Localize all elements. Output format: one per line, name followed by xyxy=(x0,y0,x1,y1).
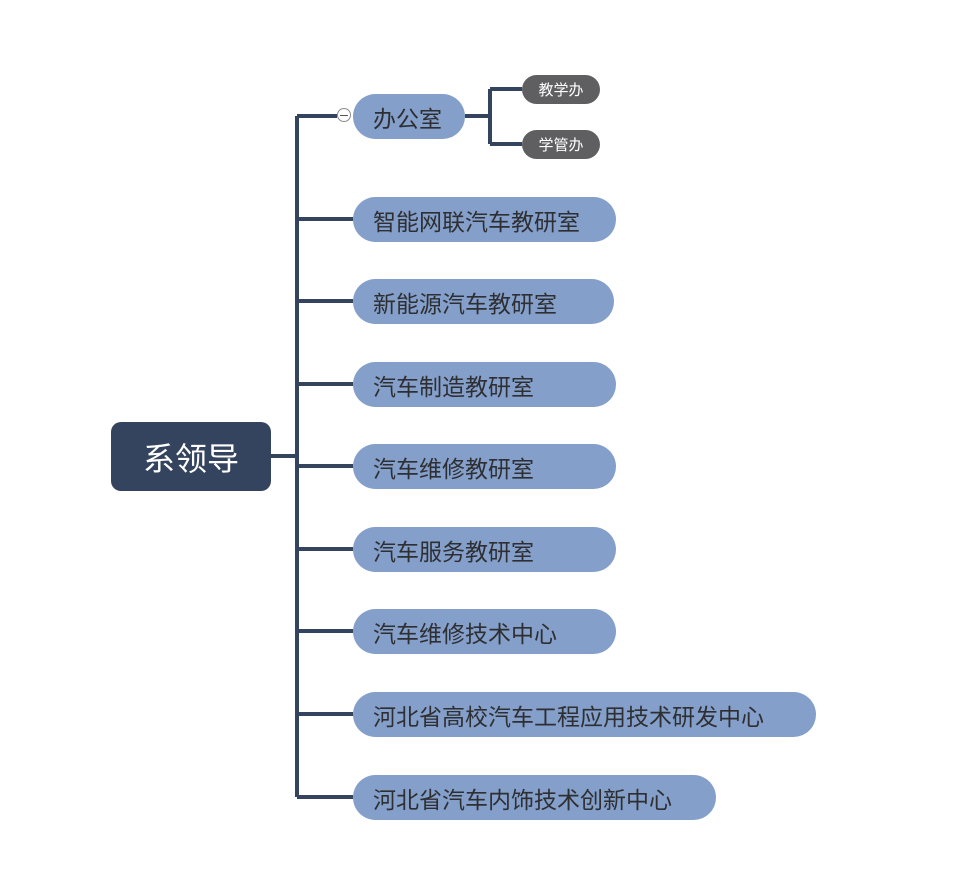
branch-node-office[interactable]: 办公室 xyxy=(353,94,465,139)
sub-node-student-office[interactable]: 学管办 xyxy=(522,130,600,159)
root-node[interactable]: 系领导 xyxy=(111,422,271,491)
branch-node-intelligent-vehicle[interactable]: 智能网联汽车教研室 xyxy=(353,197,616,242)
branch-node-label: 河北省高校汽车工程应用技术研发中心 xyxy=(373,704,764,731)
branch-node-manufacturing[interactable]: 汽车制造教研室 xyxy=(353,362,616,407)
sub-node-teaching-office[interactable]: 教学办 xyxy=(522,75,600,104)
sub-node-label: 学管办 xyxy=(538,136,584,154)
sub-node-label: 教学办 xyxy=(538,81,584,99)
branch-node-rd-center[interactable]: 河北省高校汽车工程应用技术研发中心 xyxy=(353,692,816,737)
branch-node-label: 办公室 xyxy=(373,106,442,133)
branch-node-service[interactable]: 汽车服务教研室 xyxy=(353,527,616,572)
branch-node-maintenance-center[interactable]: 汽车维修技术中心 xyxy=(353,609,616,654)
branch-node-label: 汽车维修技术中心 xyxy=(373,621,557,648)
collapse-toggle-icon[interactable] xyxy=(337,108,351,122)
branch-node-label: 汽车维修教研室 xyxy=(373,456,534,483)
branch-node-label: 新能源汽车教研室 xyxy=(373,291,557,318)
branch-node-label: 河北省汽车内饰技术创新中心 xyxy=(373,787,672,814)
branch-node-new-energy[interactable]: 新能源汽车教研室 xyxy=(353,279,614,324)
root-node-label: 系领导 xyxy=(142,439,239,478)
branch-node-label: 汽车制造教研室 xyxy=(373,374,534,401)
branch-node-label: 汽车服务教研室 xyxy=(373,539,534,566)
branch-node-label: 智能网联汽车教研室 xyxy=(373,209,580,236)
branch-node-interior-center[interactable]: 河北省汽车内饰技术创新中心 xyxy=(353,775,716,820)
branch-node-maintenance[interactable]: 汽车维修教研室 xyxy=(353,444,616,489)
